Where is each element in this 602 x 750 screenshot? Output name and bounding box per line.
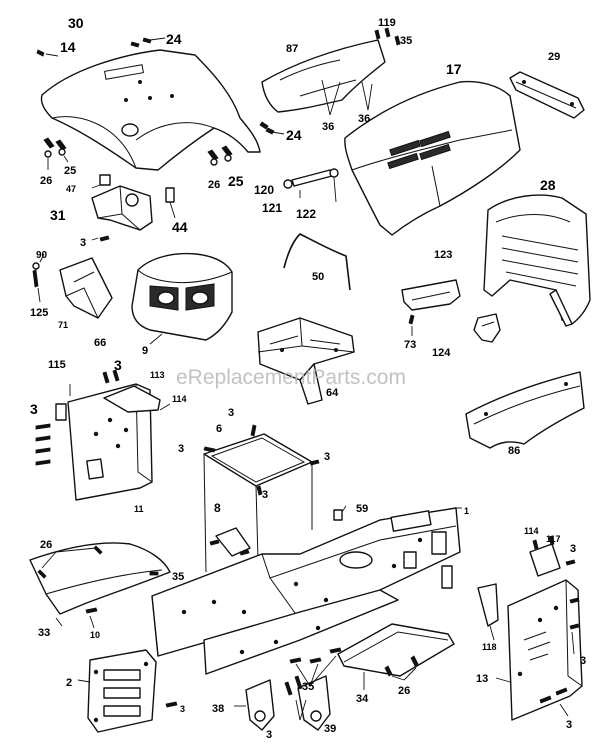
callout-3-a: 3	[80, 237, 86, 249]
callout-66: 66	[94, 337, 106, 349]
callout-3-k: 3	[180, 704, 185, 714]
callout-36-b: 36	[358, 113, 370, 125]
part-64-bracket	[257, 317, 355, 405]
callout-122: 122	[296, 207, 316, 221]
callout-26-right: 26	[208, 179, 220, 191]
callout-50: 50	[312, 271, 324, 283]
callout-9: 9	[142, 345, 148, 357]
part-34-footplate	[337, 623, 455, 690]
callout-26-left: 26	[40, 175, 52, 187]
callout-26-bottom: 26	[398, 685, 410, 697]
callout-labels: 30 14 24 25 26 47 24 26 25 31 3 44 87 11…	[30, 15, 586, 741]
callout-3-c: 3	[30, 401, 38, 417]
callout-33: 33	[38, 627, 50, 639]
part-9-console	[131, 252, 233, 345]
part-8-bracket	[209, 527, 251, 557]
callout-90: 90	[36, 250, 48, 261]
part-39-bracket	[284, 675, 331, 731]
callout-38: 38	[212, 703, 224, 715]
callout-8: 8	[214, 501, 221, 515]
part-28-grille	[483, 194, 591, 327]
callout-26-mid: 26	[40, 539, 52, 551]
callout-124: 124	[432, 347, 451, 359]
part-87-side-panel	[261, 27, 401, 116]
part-31-bracket	[91, 174, 176, 242]
part-124-clip	[473, 313, 501, 343]
part-11-left-plate	[35, 369, 171, 501]
part-50-rod	[283, 233, 351, 291]
watermark-text: eReplacementParts.com	[176, 366, 406, 389]
callout-35-mid: 35	[172, 571, 184, 583]
callout-1: 1	[464, 506, 469, 516]
hardware-25-26-left	[43, 137, 69, 170]
callout-14: 14	[60, 39, 76, 55]
parts-120-121-122-hinge	[283, 168, 339, 203]
callout-3-g: 3	[262, 489, 268, 501]
callout-119: 119	[378, 17, 396, 29]
callout-120: 120	[254, 183, 274, 197]
callout-86: 86	[508, 445, 520, 457]
hardware-25-26-right	[207, 145, 233, 166]
part-33-cover	[29, 542, 171, 629]
callout-3-h: 3	[570, 543, 576, 555]
hardware-35-clips	[289, 647, 342, 687]
callout-31: 31	[50, 207, 66, 223]
callout-25-right: 25	[228, 173, 244, 189]
callout-115: 115	[48, 359, 66, 371]
callout-24-top: 24	[166, 31, 182, 47]
callout-10: 10	[90, 630, 100, 640]
callout-6: 6	[216, 423, 222, 435]
callout-117: 117	[546, 534, 561, 544]
callout-114-left: 114	[172, 394, 187, 404]
part-2-rear-plate	[77, 649, 178, 733]
part-30-dash-cover	[40, 49, 261, 171]
callout-2: 2	[66, 677, 72, 689]
callout-121: 121	[262, 201, 282, 215]
callout-125: 125	[30, 307, 48, 319]
callout-35-top: 35	[400, 35, 412, 47]
callout-34: 34	[356, 693, 369, 705]
callout-24-right: 24	[286, 127, 302, 143]
callout-59: 59	[356, 503, 368, 515]
callout-36-a: 36	[322, 121, 334, 133]
callout-123: 123	[434, 249, 452, 261]
part-13-right-plate	[477, 535, 583, 721]
callout-87: 87	[286, 43, 298, 55]
callout-30: 30	[68, 15, 84, 31]
part-6-plate	[203, 424, 320, 573]
callout-3-f: 3	[324, 451, 330, 463]
callout-44: 44	[172, 219, 188, 235]
part-29-rail	[509, 71, 585, 119]
callout-47: 47	[66, 184, 76, 194]
callout-39: 39	[324, 723, 336, 735]
callout-28: 28	[540, 177, 556, 193]
part-66-71-shield	[32, 253, 113, 319]
part-38-bracket	[234, 679, 275, 731]
callout-3-b: 3	[114, 357, 122, 373]
hardware-26-bottom	[384, 655, 419, 681]
part-17-hood	[344, 80, 521, 236]
callout-73: 73	[404, 339, 416, 351]
callout-64: 64	[326, 387, 339, 399]
callout-29: 29	[548, 51, 560, 63]
part-123-bracket	[401, 279, 461, 336]
callout-71: 71	[58, 320, 68, 330]
callout-114-right: 114	[524, 526, 539, 536]
part-1-main-frame	[151, 505, 462, 675]
callout-3-j: 3	[566, 719, 572, 731]
callout-3-i: 3	[580, 655, 586, 667]
callout-118: 118	[482, 642, 497, 652]
callout-3-d: 3	[228, 407, 234, 419]
callout-13: 13	[476, 673, 488, 685]
part-86-skirt	[465, 371, 585, 449]
callout-3-e: 3	[178, 443, 184, 455]
callout-25-left: 25	[64, 165, 76, 177]
hardware-14-24	[36, 37, 285, 135]
callout-113: 113	[150, 370, 165, 380]
callout-3-l: 3	[266, 729, 272, 741]
callout-11: 11	[134, 504, 144, 514]
callout-35-bottom: 35	[302, 681, 314, 693]
callout-17: 17	[446, 61, 462, 77]
